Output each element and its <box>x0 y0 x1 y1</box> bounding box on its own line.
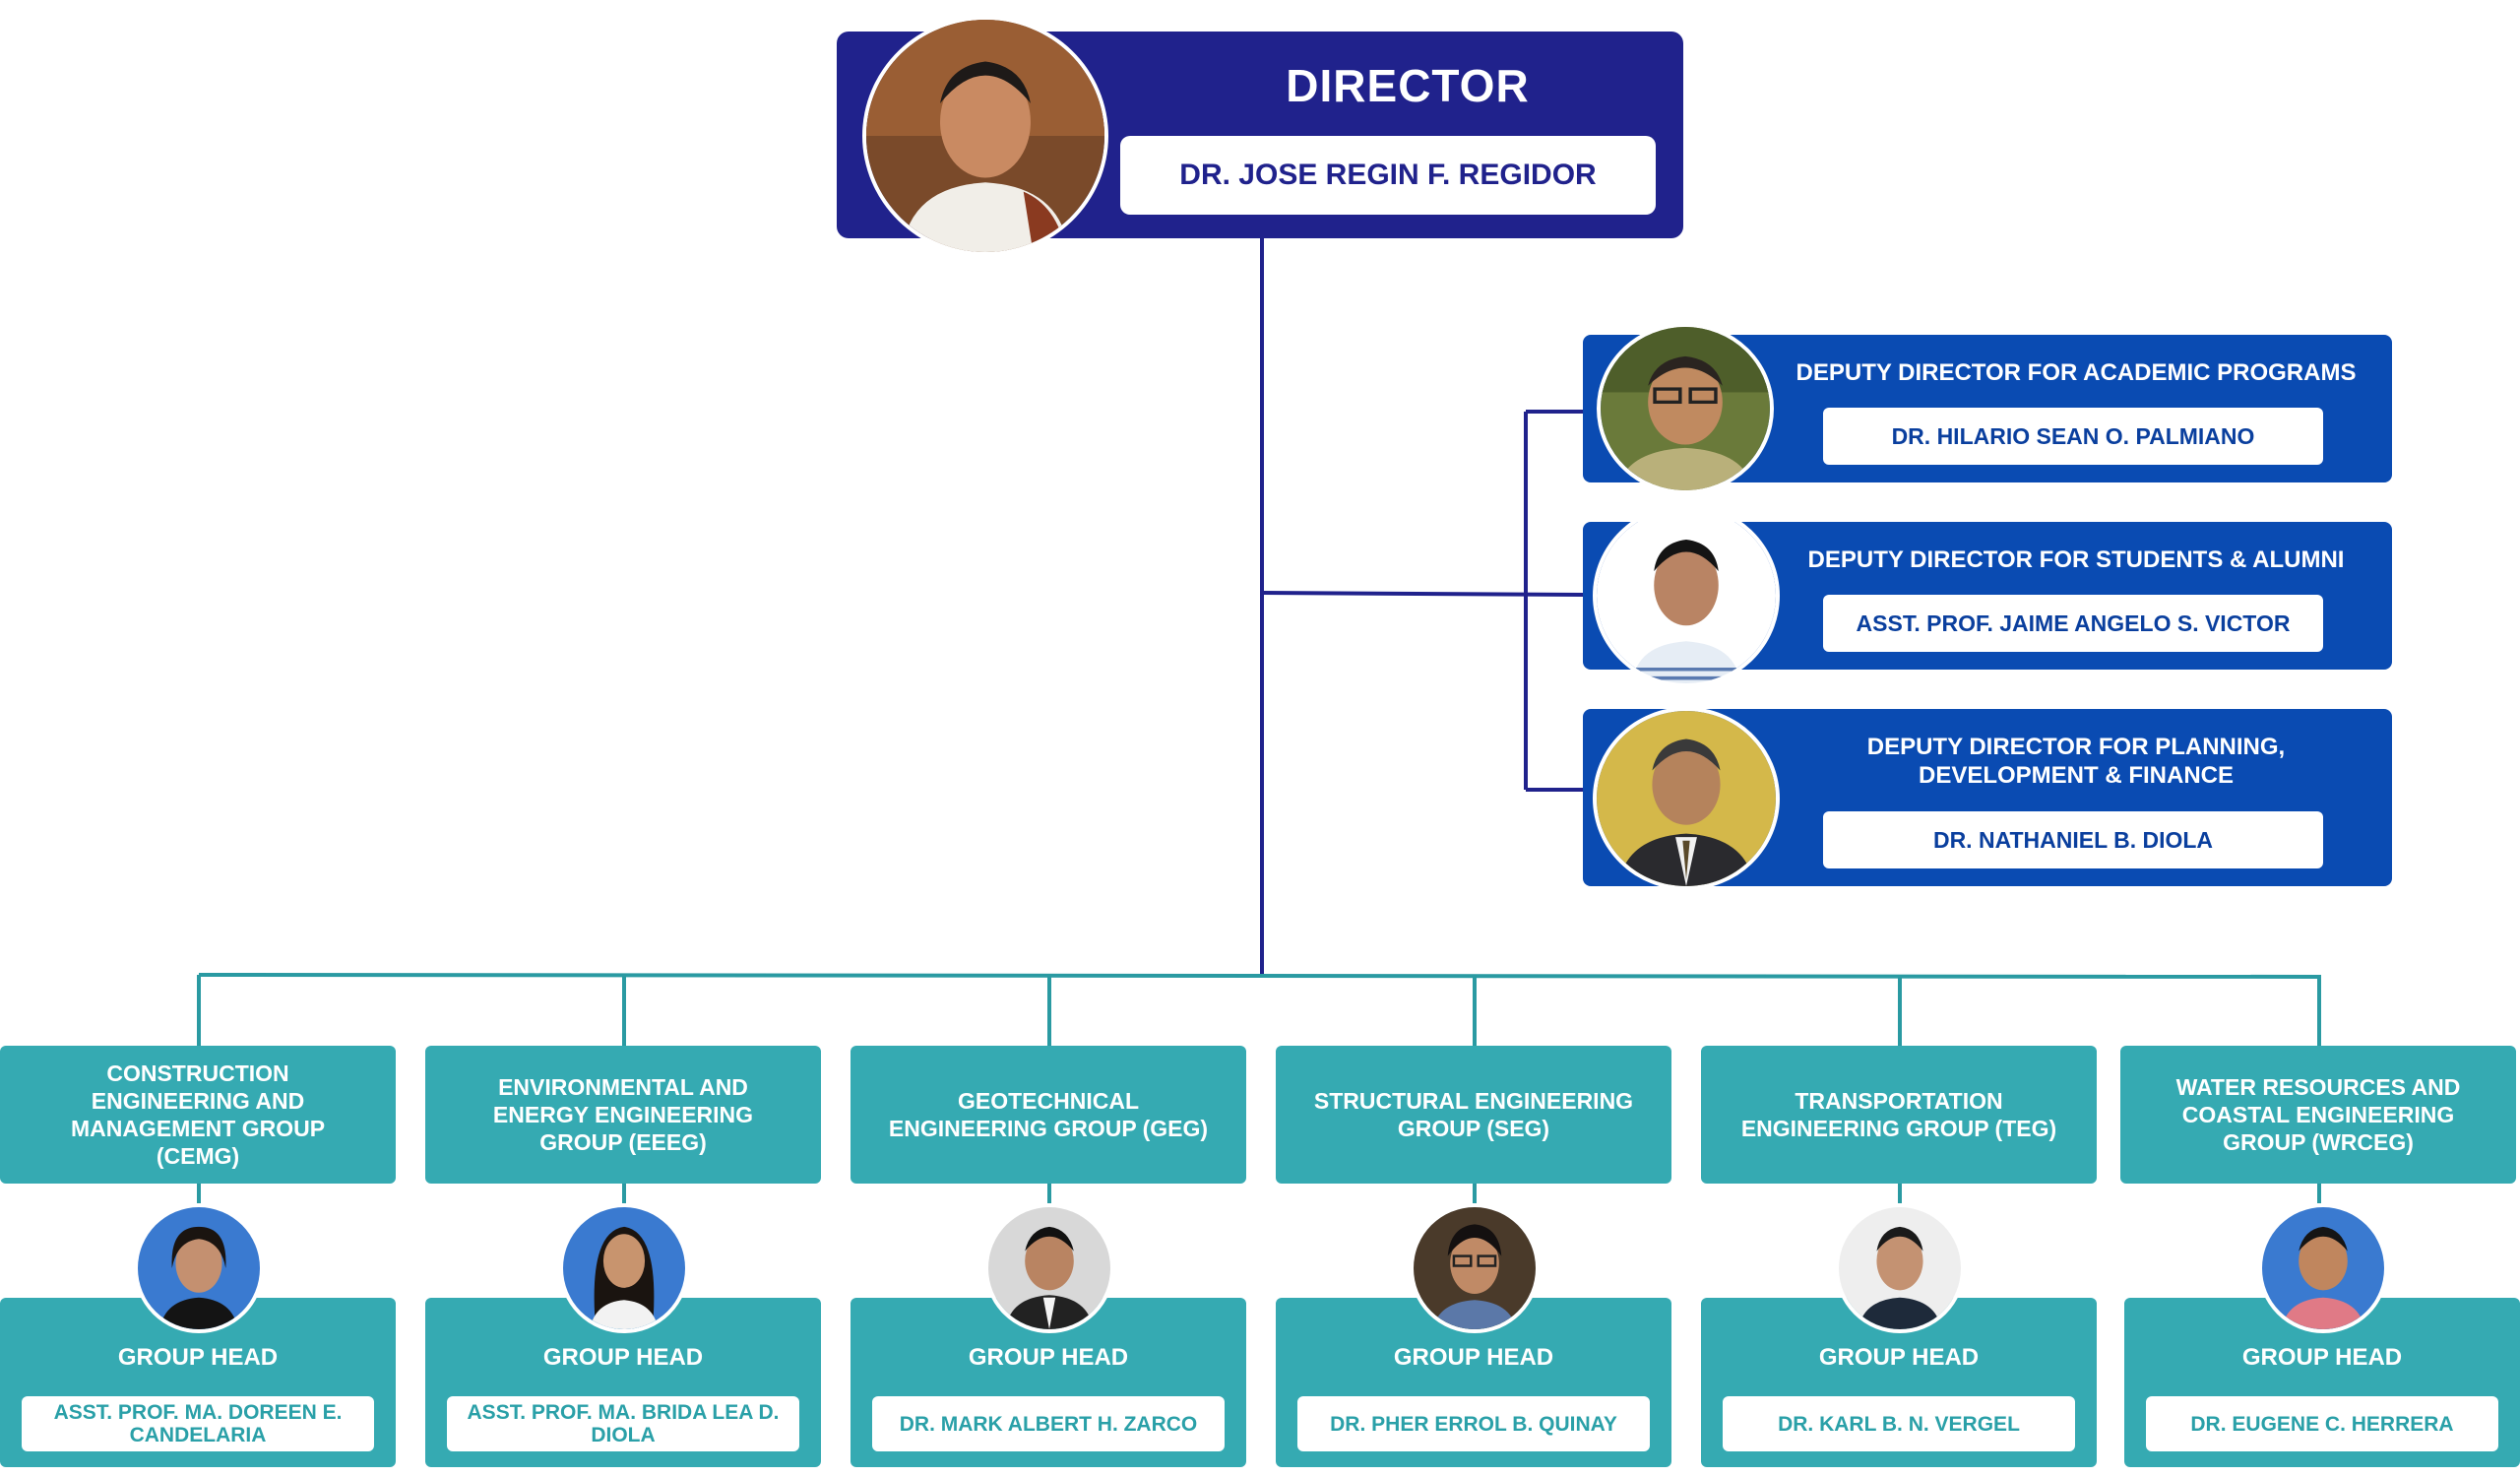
group-head-name: DR. MARK ALBERT H. ZARCO <box>872 1396 1225 1451</box>
deputy-title: DEPUTY DIRECTOR FOR STUDENTS & ALUMNI <box>1807 546 2345 573</box>
group-name: TRANSPORTATION ENGINEERING GROUP (TEG) <box>1740 1088 2057 1141</box>
group-head-label: GROUP HEAD <box>542 1344 704 1371</box>
group-head-label: GROUP HEAD <box>2241 1344 2403 1371</box>
director-portrait <box>862 16 1108 256</box>
group-card-wrceg: WATER RESOURCES AND COASTAL ENGINEERING … <box>2120 1046 2516 1184</box>
group-name: WATER RESOURCES AND COASTAL ENGINEERING … <box>2175 1074 2461 1155</box>
deputy-title: DEPUTY DIRECTOR FOR ACADEMIC PROGRAMS <box>1796 359 2357 386</box>
group-head-portrait-wrceg <box>2258 1203 2388 1333</box>
group-head-card-geg: GROUP HEAD DR. MARK ALBERT H. ZARCO <box>850 1298 1246 1467</box>
director-title: DIRECTOR <box>1286 60 1530 111</box>
group-card-cemg: CONSTRUCTION ENGINEERING AND MANAGEMENT … <box>0 1046 396 1184</box>
group-head-portrait-eeeg <box>559 1203 689 1333</box>
group-head-portrait-teg <box>1835 1203 1965 1333</box>
deputy-portrait-academic <box>1597 323 1774 494</box>
group-name: STRUCTURAL ENGINEERING GROUP (SEG) <box>1313 1088 1634 1141</box>
deputy-title: DEPUTY DIRECTOR FOR PLANNING, DEVELOPMEN… <box>1866 734 2286 789</box>
group-head-name: ASST. PROF. MA. BRIDA LEA D. DIOLA <box>447 1396 799 1451</box>
group-head-name: DR. KARL B. N. VERGEL <box>1723 1396 2075 1451</box>
group-card-eeeg: ENVIRONMENTAL AND ENERGY ENGINEERING GRO… <box>425 1046 821 1184</box>
deputy-name: DR. HILARIO SEAN O. PALMIANO <box>1823 408 2323 465</box>
group-bus-line <box>198 973 2320 979</box>
group-card-seg: STRUCTURAL ENGINEERING GROUP (SEG) <box>1276 1046 1671 1184</box>
deputy-portrait-students <box>1593 504 1780 687</box>
group-name: ENVIRONMENTAL AND ENERGY ENGINEERING GRO… <box>492 1074 754 1155</box>
group-head-name: DR. PHER ERROL B. QUINAY <box>1297 1396 1650 1451</box>
group-card-teg: TRANSPORTATION ENGINEERING GROUP (TEG) <box>1701 1046 2097 1184</box>
group-head-label: GROUP HEAD <box>968 1344 1129 1371</box>
group-name: CONSTRUCTION ENGINEERING AND MANAGEMENT … <box>70 1060 326 1169</box>
group-head-portrait-seg <box>1410 1203 1540 1333</box>
group-head-name: ASST. PROF. MA. DOREEN E. CANDELARIA <box>22 1396 374 1451</box>
director-name: DR. JOSE REGIN F. REGIDOR <box>1120 136 1656 215</box>
deputy-name: ASST. PROF. JAIME ANGELO S. VICTOR <box>1823 595 2323 652</box>
group-head-card-eeeg: GROUP HEAD ASST. PROF. MA. BRIDA LEA D. … <box>425 1298 821 1467</box>
group-head-label: GROUP HEAD <box>1393 1344 1554 1371</box>
group-head-label: GROUP HEAD <box>1818 1344 1980 1371</box>
deputy-portrait-planning <box>1593 707 1780 890</box>
group-head-portrait-cemg <box>134 1203 264 1333</box>
group-head-portrait-geg <box>984 1203 1114 1333</box>
group-head-name: DR. EUGENE C. HERRERA <box>2146 1396 2498 1451</box>
deputy-name: DR. NATHANIEL B. DIOLA <box>1823 811 2323 868</box>
group-card-geg: GEOTECHNICAL ENGINEERING GROUP (GEG) <box>850 1046 1246 1184</box>
deputy-branch-line <box>1261 591 1584 597</box>
group-head-label: GROUP HEAD <box>117 1344 279 1371</box>
group-name: GEOTECHNICAL ENGINEERING GROUP (GEG) <box>888 1088 1209 1141</box>
